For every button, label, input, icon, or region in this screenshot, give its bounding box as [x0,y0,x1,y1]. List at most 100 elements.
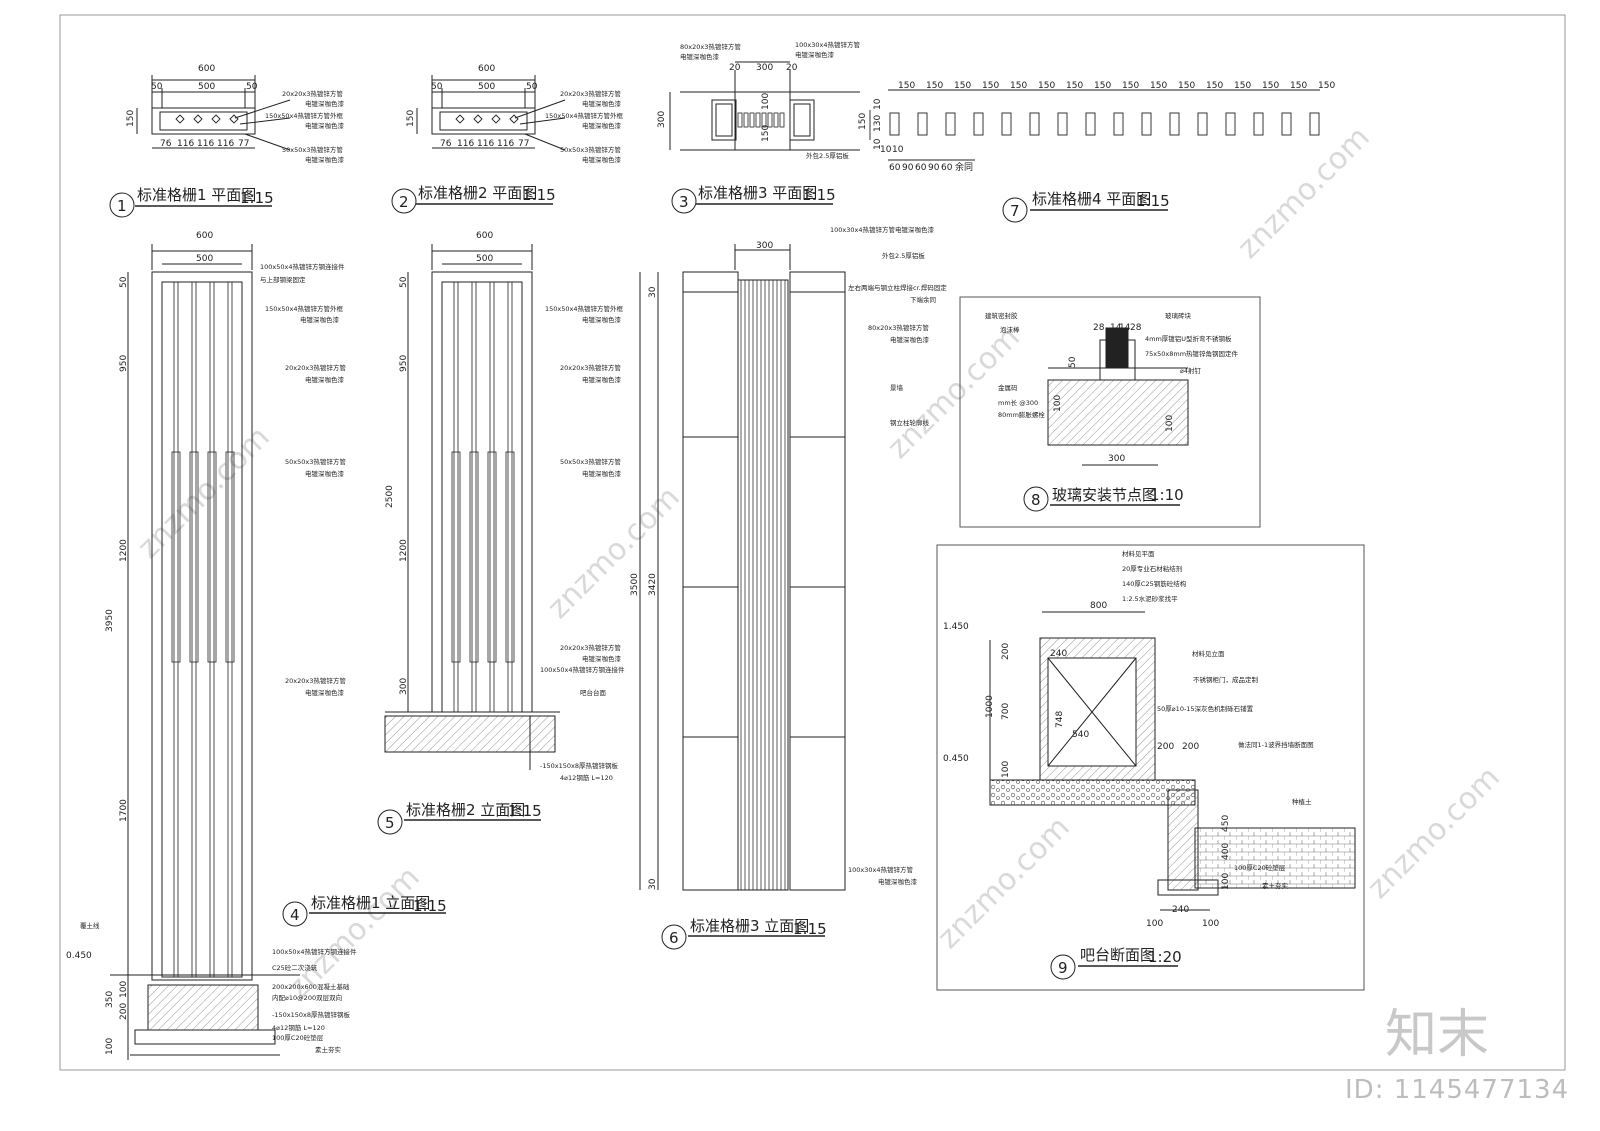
note-label: 20x20x3热镀锌方管 [285,676,346,685]
note-label: 50x50x3热镀锌方管 [560,457,621,466]
note-label: 电镀深咖色漆 [582,654,622,663]
note-label: 电镀深咖色漆 [582,121,622,130]
dim-label: 500 [196,254,213,264]
title-number: 1 [117,197,127,215]
dim-label: 150 [926,81,943,91]
note-label: 100x30x4热镀锌方管 [848,865,914,874]
dim-label: 50 [526,82,538,92]
title-number: 2 [399,193,409,211]
elevation-2 [384,244,560,770]
dim-label: 1200 [399,539,409,562]
note-label: 做法同1-1波界挡墙断面图 [1238,740,1314,749]
title-text: 标准格栅4 平面图 [1032,190,1151,208]
note-label: 150x50x4热镀锌方管外框 [265,111,344,120]
note-label: -150x150x8厚热镀锌钢板 [272,1010,350,1019]
title-text: 玻璃安装节点图 [1052,486,1157,504]
brand-logo-mark: 知末 [1385,1005,1489,1065]
dim-label: 50 [1068,356,1078,368]
note-label: 建筑密封胶 [985,311,1018,320]
dim-label: 2500 [385,485,395,508]
title-1: 1 标准格栅1 平面图 1:15 [109,186,274,218]
dim-label: 450 [1221,815,1231,832]
note-label: 电镀深咖色漆 [582,375,622,384]
dim-label: 150 [1234,81,1251,91]
dim-label: 150 [406,110,416,127]
dim-label: 14 [1110,323,1122,333]
dim-label: 150 [858,113,868,130]
note-label: 80x20x3热镀锌方管 [680,42,741,51]
title-number: 3 [679,193,689,211]
dim-label: 150 [126,110,136,127]
plan-3-text: 20 300 20 300 100 150 80x20x3热镀锌方管 电镀深咖色… [657,40,861,160]
dim-label: 100 [761,93,771,110]
note-label: 150x50x4热镀锌方管外框 [545,111,624,120]
title-2: 2 标准格栅2 平面图 1:15 [391,184,556,214]
note-label: 20x20x3热镀锌方管 [560,643,621,652]
dim-label: 600 [198,64,215,74]
title-8: 8 玻璃安装节点图 1:10 [1023,486,1184,512]
sheet-border [59,14,1566,1071]
note-label: 4⌀12钢筋 L=120 [272,1023,325,1032]
title-number: 9 [1058,959,1068,977]
dim-label: 50 [246,82,258,92]
note-label: 50x50x3热镀锌方管 [560,145,621,154]
title-4: 4 标准格栅1 立面图 1:15 [282,894,447,927]
note-label: 电镀深咖色漆 [300,315,340,324]
dim-label: 500 [476,254,493,264]
title-text: 标准格栅3 平面图 [698,184,817,202]
dim-label: 90 [928,163,940,173]
dim-label: 3950 [105,609,115,632]
title-7: 7 标准格栅4 平面图 1:15 [1002,190,1170,223]
dim-label: 150 [1066,81,1083,91]
title-number: 6 [669,929,679,947]
note-label: 4⌀12钢筋 L=120 [560,773,613,782]
title-9: 9 吧台断面图 1:20 [1050,946,1182,980]
dim-label: 150 [1290,81,1307,91]
note-label: 内配⌀10@200双层双向 [272,993,342,1002]
drawing-titles: 1 标准格栅1 平面图 1:15 2 标准格栅2 平面图 1:15 3 标准格栅… [109,184,1184,980]
dim-label: 116 [177,139,194,149]
watermark-text: znzmo.com [131,420,277,566]
dim-label: 100 [1165,415,1175,432]
dim-label: 150 [761,125,771,142]
note-label: 种植土 [1292,797,1312,806]
dim-label: 100 [1053,395,1063,412]
note-label: 钢立柱轮廓线 [890,418,930,427]
note-label: 电镀深咖色漆 [582,469,622,478]
dim-label: 150 [1094,81,1111,91]
dim-label: 240 [1172,905,1189,915]
dim-label: 150 [898,81,915,91]
dim-label: 14 [1119,323,1131,333]
dim-label: 130 [873,115,883,132]
plan-1-text: 600 50 500 50 150 76 116 116 116 77 20x2… [126,64,345,164]
title-scale: 1:15 [802,186,836,204]
dim-label: 77 [518,139,529,149]
dim-label: 30 [648,286,658,298]
title-scale: 1:15 [240,189,274,207]
note-label: 外包2.5厚铝板 [806,151,849,160]
watermark-text: znzmo.com [541,480,687,626]
watermark-text: znzmo.com [1231,120,1377,266]
note-label: 80mm膨胀螺栓 [998,410,1045,419]
dim-label: 150 [1178,81,1195,91]
title-scale: 1:15 [508,802,542,820]
dim-label: 60 [889,163,901,173]
dim-label: 600 [476,231,493,241]
title-number: 7 [1010,202,1020,220]
dim-label: 100 [1202,919,1219,929]
dim-label: 116 [217,139,234,149]
title-number: 5 [385,814,395,832]
dim-label: 116 [497,139,514,149]
note-label: 下端余同 [910,295,936,304]
dim-label: 20 [729,63,741,73]
dim-label: 1000 [985,695,995,718]
note-label: 100x50x4热镀锌方钢连接件 [540,665,625,674]
note-label: 140厚C25钢筋砼结构 [1122,579,1187,588]
dim-label: 3500 [630,573,640,596]
note-label: 20x20x3热镀锌方管 [560,89,621,98]
note-label: 50x50x3热镀锌方管 [282,145,343,154]
title-scale: 1:10 [1150,486,1184,504]
note-label: 材料见立面 [1192,649,1225,658]
